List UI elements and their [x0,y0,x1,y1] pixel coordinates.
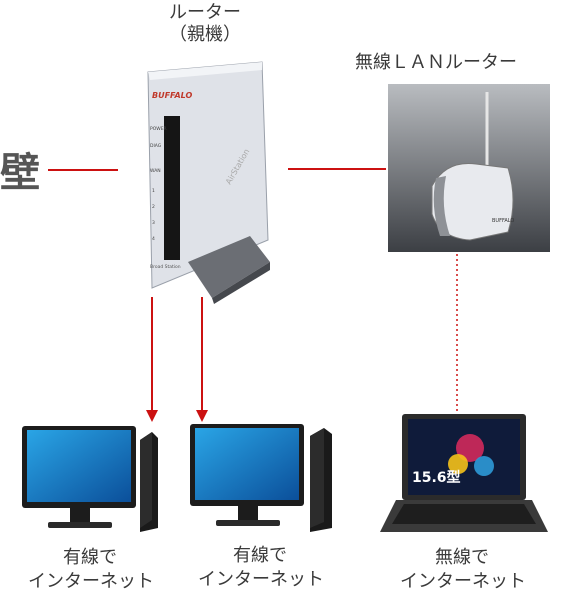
router-led-label: POWER [150,126,167,132]
wireless-pc-label-line2: インターネット [400,571,526,592]
desktop-pc-2 [190,424,332,532]
wired-pc1-label-line2: インターネット [28,571,154,592]
wireless-router-brand-label: BUFFALO [492,218,514,224]
router-led-label: 2 [152,204,155,210]
router-led-label: 1 [152,188,155,194]
router-bottom-label: Broad Station [150,264,181,270]
laptop-sticker-label: 15.6型 [412,469,461,486]
router-brand-label: BUFFALO [152,91,192,100]
wireless-pc-label-line1: 無線で [435,547,489,568]
router-led-label: WAN [150,168,161,174]
router-led-label: DIAG [150,143,162,149]
wireless-router-device: BUFFALO [388,84,550,252]
router-device: BUFFALO POWER DIAG WAN 1 2 3 4 AirStatio… [147,61,270,304]
wireless-router-label: 無線ＬＡＮルーター [355,52,517,73]
laptop-pc: 15.6型 [380,414,548,532]
wired-pc2-label-line2: インターネット [198,569,324,590]
router-label-line1: ルーター [169,2,241,23]
wired-pc2-label-line1: 有線で [233,545,287,566]
wall-label: 壁 [0,150,40,196]
router-led-label: 3 [152,220,155,226]
router-label-line2: （親機） [169,24,241,45]
desktop-pc-1 [22,426,158,532]
router-led-label: 4 [152,236,155,242]
wired-pc1-label-line1: 有線で [63,547,117,568]
